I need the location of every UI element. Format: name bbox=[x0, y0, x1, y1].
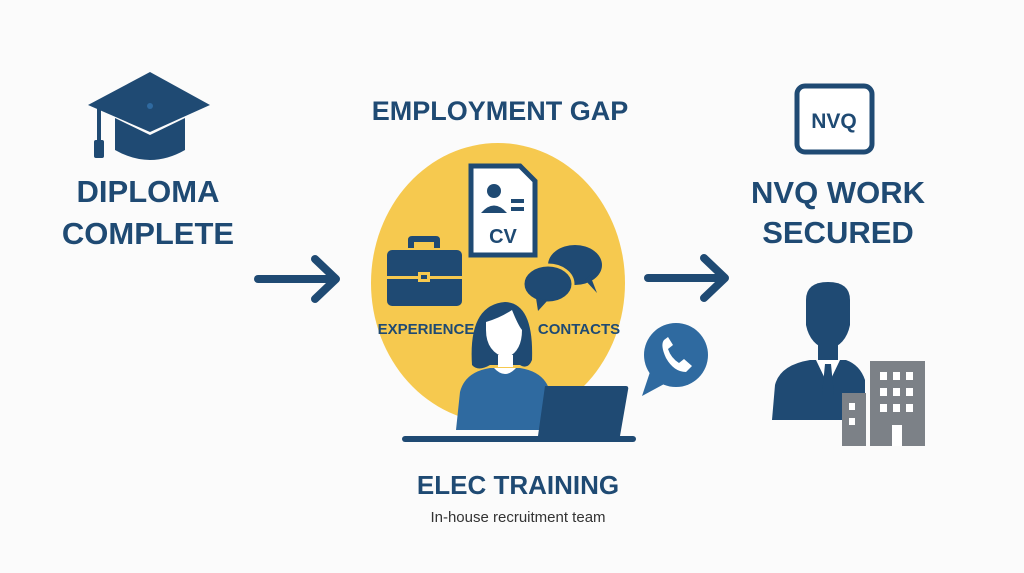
nvq-work-label-line1: NVQ WORK bbox=[751, 175, 926, 210]
gap-circle bbox=[371, 143, 625, 423]
woman-at-laptop-icon bbox=[402, 302, 636, 442]
phone-bubble-icon bbox=[642, 323, 708, 396]
nvq-badge-icon: NVQ bbox=[794, 83, 875, 155]
nvq-work-label-line2: SECURED bbox=[762, 215, 914, 250]
diploma-label-line2: COMPLETE bbox=[62, 216, 234, 251]
contacts-label: CONTACTS bbox=[538, 321, 620, 338]
recruitment-team-subcaption: In-house recruitment team bbox=[430, 509, 605, 526]
arrow-right-icon bbox=[644, 254, 729, 302]
briefcase-icon bbox=[387, 236, 462, 306]
experience-label: EXPERIENCE bbox=[378, 321, 475, 338]
office-building-icon bbox=[842, 361, 925, 446]
graduation-cap-icon bbox=[88, 72, 210, 160]
employment-gap-title: EMPLOYMENT GAP bbox=[372, 96, 629, 126]
chat-bubbles-icon bbox=[521, 245, 602, 311]
arrow-right-icon bbox=[254, 255, 340, 303]
cv-document-icon: CV bbox=[468, 163, 538, 258]
cv-label: CV bbox=[489, 226, 517, 248]
businessman-icon bbox=[772, 282, 865, 420]
diploma-label-line1: DIPLOMA bbox=[77, 174, 220, 209]
nvq-badge-label: NVQ bbox=[811, 110, 857, 133]
elec-training-caption: ELEC TRAINING bbox=[417, 470, 619, 500]
